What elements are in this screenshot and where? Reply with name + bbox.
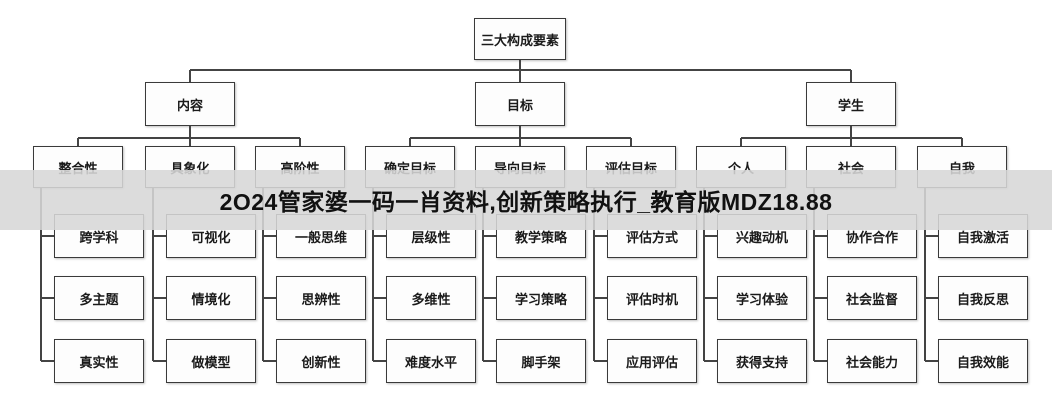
leaf-node-2-1-2: 多维性 bbox=[386, 276, 476, 320]
connector-line bbox=[519, 138, 521, 146]
connector-line bbox=[630, 138, 632, 146]
leaf-node-1-2-2: 情境化 bbox=[166, 276, 256, 320]
leaf-node-1-2-3: 做模型 bbox=[166, 339, 256, 383]
connector-line bbox=[263, 297, 276, 299]
leaf-node-3-3-2: 自我反思 bbox=[938, 276, 1028, 320]
title-banner: 2O24管家婆一码一肖资料,创新策略执行_教育版MDZ18.88 bbox=[0, 170, 1052, 230]
connector-line bbox=[41, 297, 54, 299]
connector-line bbox=[813, 188, 815, 361]
leaf-node-1-3-2: 思辨性 bbox=[276, 276, 366, 320]
connector-line bbox=[704, 297, 717, 299]
connector-line bbox=[704, 360, 717, 362]
leaf-node-2-2-3: 脚手架 bbox=[496, 339, 586, 383]
connector-line bbox=[152, 188, 154, 361]
connector-line bbox=[925, 297, 938, 299]
leaf-node-3-1-3: 获得支持 bbox=[717, 339, 807, 383]
connector-line bbox=[483, 297, 496, 299]
connector-line bbox=[483, 360, 496, 362]
connector-line bbox=[740, 138, 742, 146]
connector-line bbox=[41, 235, 54, 237]
leaf-node-2-3-3: 应用评估 bbox=[607, 339, 697, 383]
connector-line bbox=[153, 297, 166, 299]
connector-line bbox=[814, 297, 827, 299]
connector-line bbox=[482, 188, 484, 361]
connector-line bbox=[373, 297, 386, 299]
connector-line bbox=[372, 188, 374, 361]
connector-line bbox=[594, 360, 607, 362]
connector-line bbox=[519, 60, 521, 70]
connector-line bbox=[961, 138, 963, 146]
root-node: 三大构成要素 bbox=[474, 18, 566, 60]
connector-line bbox=[189, 70, 191, 82]
connector-line bbox=[594, 235, 607, 237]
connector-line bbox=[153, 360, 166, 362]
leaf-node-1-1-3: 真实性 bbox=[54, 339, 144, 383]
connector-line bbox=[594, 297, 607, 299]
connector-line bbox=[519, 70, 521, 82]
connector-line bbox=[299, 138, 301, 146]
leaf-node-3-1-2: 学习体验 bbox=[717, 276, 807, 320]
connector-line bbox=[78, 137, 300, 139]
connector-line bbox=[189, 138, 191, 146]
connector-line bbox=[41, 360, 54, 362]
connector-line bbox=[519, 126, 521, 138]
connector-line bbox=[373, 235, 386, 237]
connector-line bbox=[924, 188, 926, 361]
leaf-node-1-1-2: 多主题 bbox=[54, 276, 144, 320]
leaf-node-3-2-2: 社会监督 bbox=[827, 276, 917, 320]
leaf-node-3-2-3: 社会能力 bbox=[827, 339, 917, 383]
connector-line bbox=[153, 235, 166, 237]
leaf-node-2-3-2: 评估时机 bbox=[607, 276, 697, 320]
connector-line bbox=[40, 188, 42, 361]
connector-line bbox=[262, 188, 264, 361]
leaf-node-2-1-3: 难度水平 bbox=[386, 339, 476, 383]
leaf-node-2-2-2: 学习策略 bbox=[496, 276, 586, 320]
connector-line bbox=[593, 188, 595, 361]
connector-line bbox=[189, 126, 191, 138]
connector-line bbox=[925, 360, 938, 362]
connector-line bbox=[703, 188, 705, 361]
connector-line bbox=[850, 126, 852, 138]
connector-line bbox=[814, 235, 827, 237]
connector-line bbox=[409, 138, 411, 146]
connector-line bbox=[704, 235, 717, 237]
group-node-2: 目标 bbox=[475, 82, 565, 126]
connector-line bbox=[373, 360, 386, 362]
connector-line bbox=[925, 235, 938, 237]
leaf-node-1-3-3: 创新性 bbox=[276, 339, 366, 383]
connector-line bbox=[814, 360, 827, 362]
banner-title: 2O24管家婆一码一肖资料,创新策略执行_教育版MDZ18.88 bbox=[219, 189, 833, 215]
connector-line bbox=[263, 360, 276, 362]
group-node-3: 学生 bbox=[806, 82, 896, 126]
leaf-node-3-3-3: 自我效能 bbox=[938, 339, 1028, 383]
group-node-1: 内容 bbox=[145, 82, 235, 126]
connector-line bbox=[483, 235, 496, 237]
connector-line bbox=[77, 138, 79, 146]
connector-line bbox=[263, 235, 276, 237]
connector-line bbox=[850, 138, 852, 146]
connector-line bbox=[850, 70, 852, 82]
